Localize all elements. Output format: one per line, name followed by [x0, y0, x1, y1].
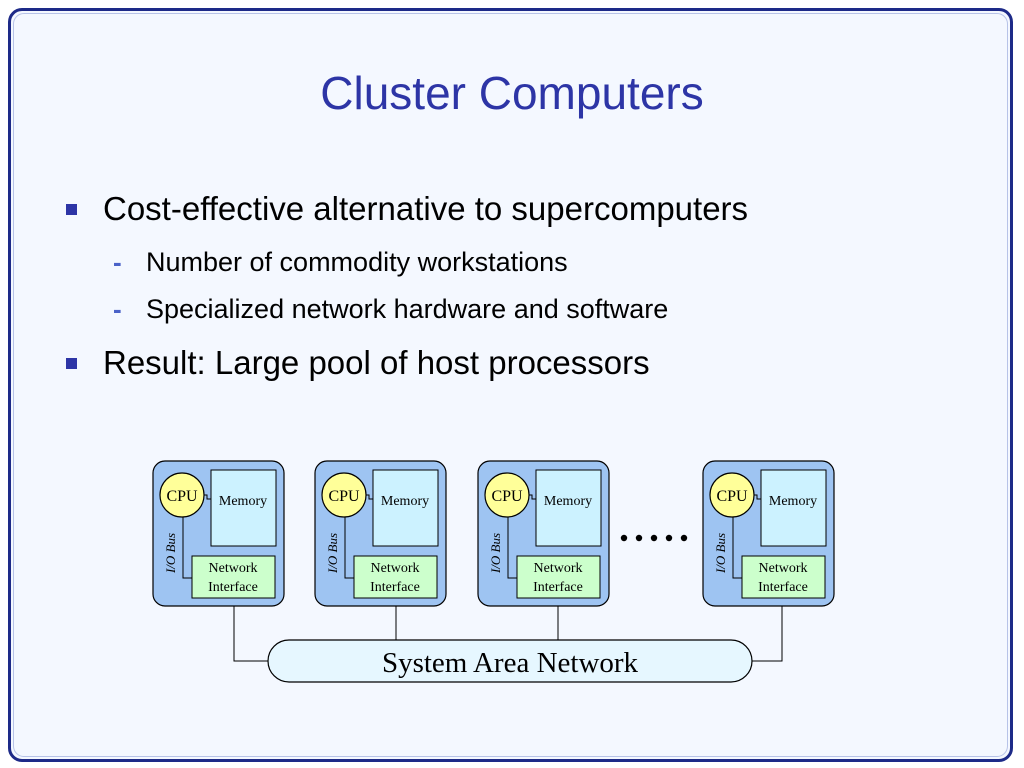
network-interface-label-line2: Interface: [533, 580, 583, 595]
cpu-label: CPU: [328, 488, 360, 505]
slide-frame: [8, 8, 1013, 762]
memory-label: Memory: [381, 494, 429, 509]
network-interface-box: [516, 555, 601, 599]
sub-bullet-2-text: Specialized network hardware and softwar…: [146, 294, 669, 324]
network-interface-label-line2: Interface: [370, 580, 420, 595]
io-bus-label: I/O Bus: [325, 533, 340, 574]
io-bus-line: [182, 514, 192, 579]
system-area-network: System Area Network: [267, 639, 753, 683]
io-bus-label: I/O Bus: [163, 533, 178, 574]
network-interface-label-line2: Interface: [758, 580, 808, 595]
cpu-label: CPU: [716, 488, 748, 505]
cpu-circle: [709, 472, 755, 518]
cpu-label: CPU: [491, 488, 523, 505]
network-interface-label-line1: Network: [371, 561, 420, 576]
network-link-1: [233, 606, 268, 662]
sub-bullet-1-text: Number of commodity workstations: [146, 247, 568, 277]
bullet-square-icon: [66, 358, 77, 369]
slide-title: Cluster Computers: [320, 67, 704, 119]
bullet-1-text: Cost-effective alternative to supercompu…: [103, 190, 749, 227]
network-interface-label-line2: Interface: [208, 580, 258, 595]
network-interface-label-line1: Network: [759, 561, 808, 576]
io-bus-line: [732, 514, 742, 579]
memory-box: [372, 469, 439, 547]
ellipsis-dots: [620, 534, 688, 542]
cpu-memory-link: [753, 494, 761, 500]
cpu-memory-link: [203, 494, 211, 500]
memory-label: Memory: [769, 494, 817, 509]
io-bus-line: [344, 514, 354, 579]
cpu-circle: [321, 472, 367, 518]
sub-bullet-dash-icon: -: [113, 247, 122, 277]
io-bus-label: I/O Bus: [713, 533, 728, 574]
cpu-circle: [484, 472, 530, 518]
cpu-memory-link: [365, 494, 373, 500]
network-interface-box: [741, 555, 826, 599]
network-interface-box: [353, 555, 438, 599]
cpu-circle: [159, 472, 205, 518]
memory-label: Memory: [544, 494, 592, 509]
network-interface-box: [191, 555, 276, 599]
cpu-memory-link: [528, 494, 536, 500]
slide-frame-inner-border: [13, 13, 1008, 757]
network-interface-label-line1: Network: [209, 561, 258, 576]
memory-label: Memory: [219, 494, 267, 509]
sub-bullet-dash-icon: -: [113, 294, 122, 324]
bullet-2-text: Result: Large pool of host processors: [103, 344, 650, 381]
io-bus-label: I/O Bus: [488, 533, 503, 574]
io-bus-line: [507, 514, 517, 579]
memory-box: [760, 469, 827, 547]
network-link-4: [752, 606, 783, 662]
bullet-square-icon: [66, 204, 77, 215]
network-label: System Area Network: [382, 647, 639, 679]
memory-box: [535, 469, 602, 547]
network-interface-label-line1: Network: [534, 561, 583, 576]
cpu-label: CPU: [166, 488, 198, 505]
memory-box: [210, 469, 277, 547]
